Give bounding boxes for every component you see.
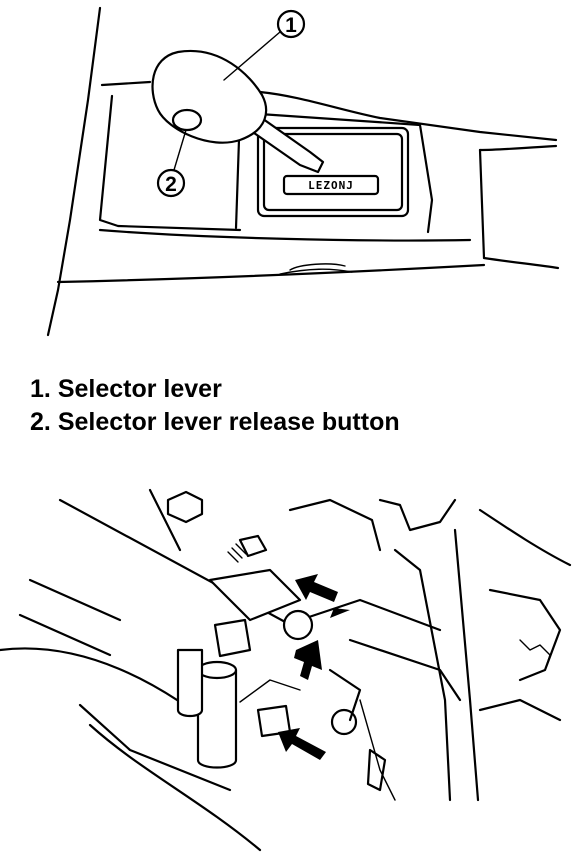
lower-tab (366, 748, 387, 792)
selector-knob (151, 49, 268, 144)
direction-arrow-upper-head (330, 608, 350, 618)
selector-rod (298, 598, 442, 632)
left-rail-line (28, 578, 122, 622)
direction-arrow-lower (278, 728, 326, 760)
console-floor-detail (279, 263, 353, 275)
lower-link (359, 699, 396, 801)
bracket-arm (328, 668, 362, 722)
console-base-line (56, 263, 486, 284)
callout-1-circle (276, 9, 306, 39)
console-lower-right (482, 256, 560, 270)
legend-item-text: Selector lever release button (57, 408, 400, 436)
adjustment-block (208, 568, 302, 622)
recess-bottom-line (98, 228, 472, 242)
bracket-top (288, 498, 382, 552)
console-top-line (100, 80, 152, 87)
gear-position-label: LEZONJ (308, 179, 354, 192)
callout-2-circle (156, 168, 186, 198)
console-right-rail (478, 144, 558, 152)
bottom-curve-line (88, 723, 262, 852)
shift-linkage-illustration (0, 470, 576, 856)
release-button (171, 108, 203, 132)
bracket-edge (148, 488, 182, 552)
selector-lever-drawing: LEZONJ 1 2 (46, 6, 560, 337)
callout-2-number: 2 (165, 173, 177, 196)
far-right-line (478, 508, 572, 567)
gear-housing (488, 588, 562, 682)
housing-detail (519, 639, 551, 671)
lower-pivot (330, 708, 358, 736)
direction-arrow-middle (294, 640, 322, 680)
lower-right-line (478, 698, 562, 722)
recess-frame (243, 111, 434, 234)
callout-1-leader (223, 31, 281, 81)
left-rail-line-2 (18, 613, 112, 657)
direction-arrow-upper (295, 574, 338, 602)
pivot-swivel (282, 609, 314, 641)
legend-item-selector-lever: 1. Selector lever (30, 373, 400, 406)
vertical-cylinder (196, 668, 238, 769)
column-left-edge (393, 548, 452, 802)
base-line (78, 703, 232, 792)
parts-legend: 1. Selector lever 2. Selector lever rele… (30, 373, 400, 439)
legend-item-release-button: 2. Selector lever release button (30, 406, 400, 439)
rear-cylinder (176, 648, 204, 718)
column-right-edge (453, 528, 480, 802)
legend-item-text: Selector lever (57, 375, 222, 403)
column-top (378, 498, 457, 532)
legend-item-number: 2. (30, 408, 51, 436)
adjusting-nut (238, 534, 268, 558)
selector-rod-lower (348, 638, 462, 702)
link-detail (239, 679, 301, 703)
console-end-face (478, 148, 486, 260)
selector-lever-illustration: LEZONJ 1 2 (0, 0, 576, 345)
mounting-bolt (166, 490, 204, 524)
callout-2-leader (173, 129, 187, 171)
legend-item-number: 1. (30, 375, 51, 403)
clamp-block (213, 618, 252, 658)
console-upper-rail (258, 90, 558, 142)
cylinder-top (196, 660, 238, 680)
shift-linkage-drawing (0, 488, 572, 852)
spring-detail (227, 543, 247, 563)
gear-position-window (282, 174, 380, 196)
console-edge-line (46, 6, 102, 337)
recess-left-wall (98, 94, 242, 232)
callout-1-number: 1 (285, 14, 297, 37)
